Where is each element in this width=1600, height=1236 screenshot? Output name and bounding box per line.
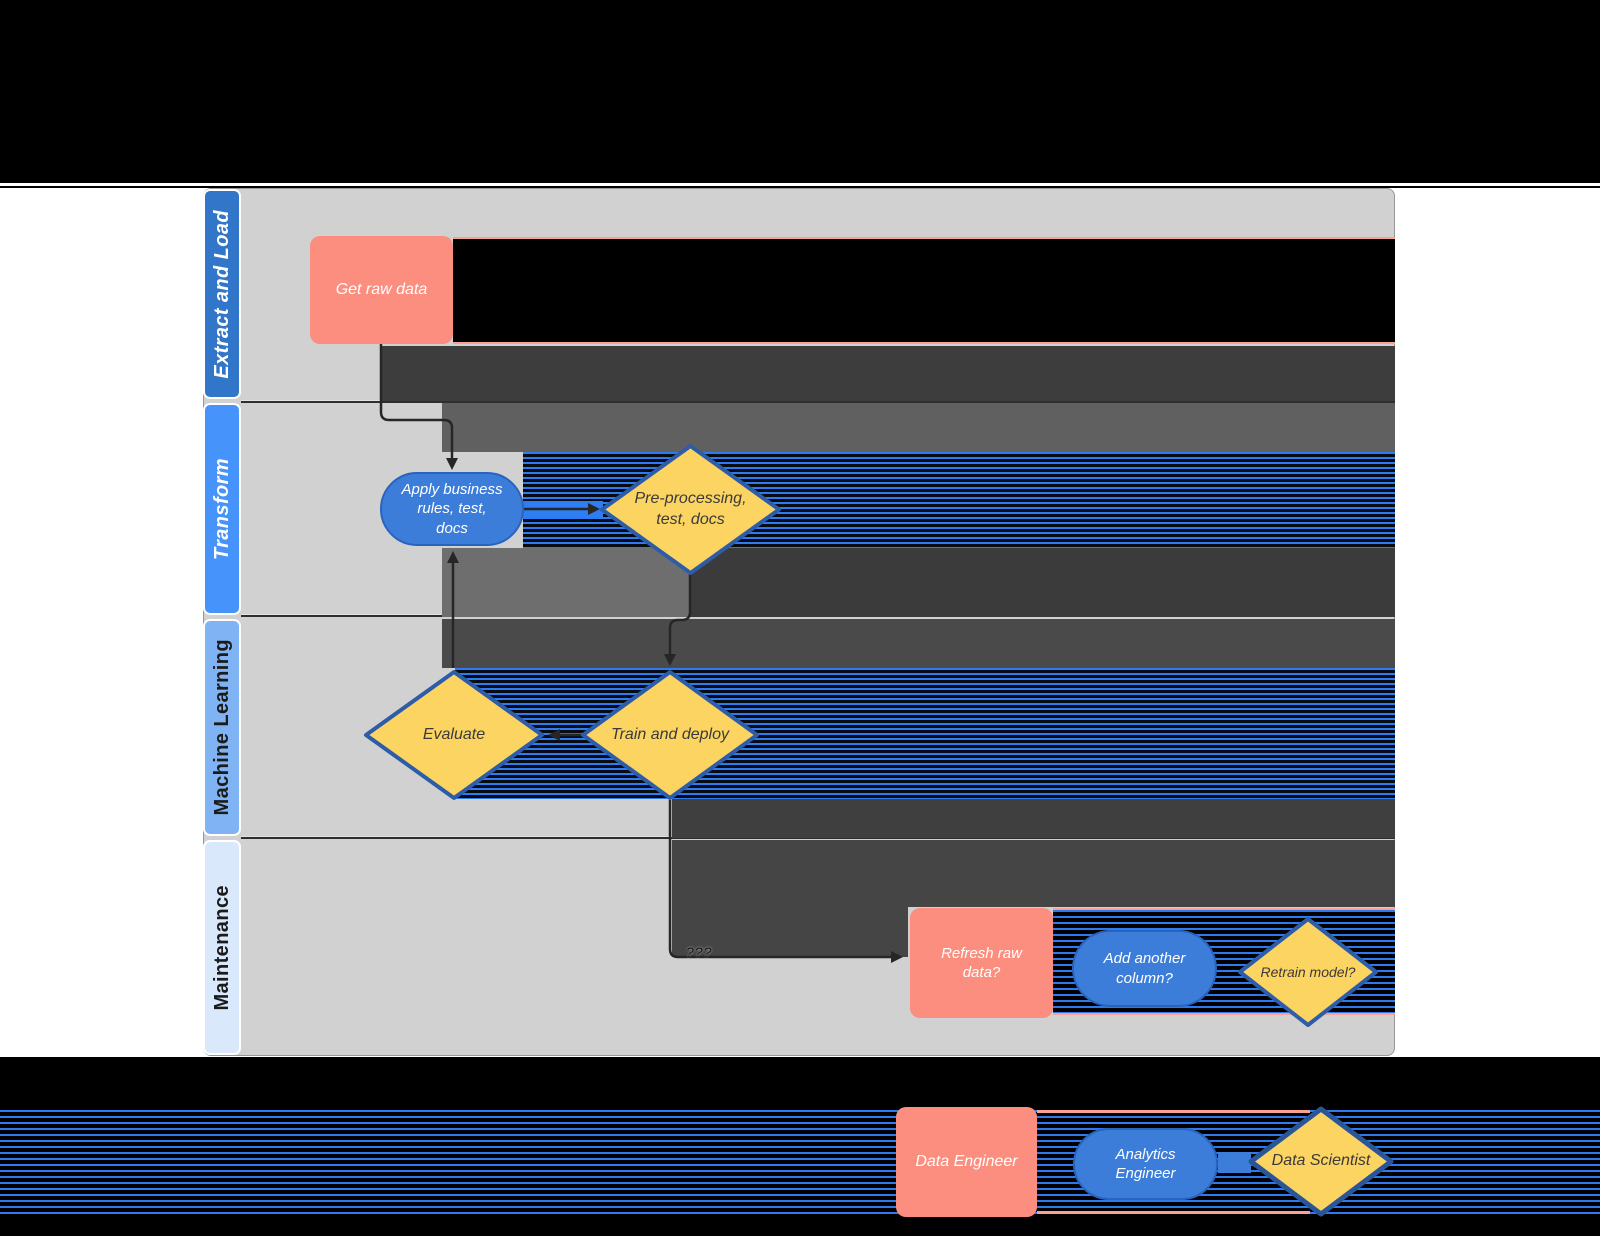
legend-label: Data Engineer (915, 1152, 1018, 1170)
artifact-band (380, 346, 1395, 401)
diamond-shape (364, 670, 544, 800)
apply-business-rules-node[interactable]: Apply business rules, test, docs (380, 472, 524, 546)
arrowhead-down (446, 458, 458, 470)
evaluate-node[interactable]: Evaluate (362, 668, 546, 802)
arrowhead-down (664, 654, 676, 666)
artifact-band (442, 548, 690, 617)
train-and-deploy-node[interactable]: Train and deploy (579, 668, 761, 802)
diamond-shape (1248, 1106, 1394, 1217)
legend-label: Data Scientist (1271, 1152, 1371, 1170)
artifact-band (442, 619, 1395, 668)
top-rule-line (0, 186, 1600, 188)
arrowhead-left (548, 729, 560, 741)
node-label: Add another column? (1103, 950, 1186, 987)
node-label: Evaluate (422, 725, 486, 743)
artifact-band (690, 548, 1395, 617)
arrowhead-right (588, 503, 600, 515)
pre-processing-node[interactable]: Pre-processing, test, docs (598, 442, 783, 577)
lane-header-extract-and-load[interactable]: Extract and Load (203, 189, 241, 399)
top-letterbox (0, 0, 1600, 183)
node-label: Get raw data (335, 280, 428, 298)
lane-header-maintenance[interactable]: Maintenance (203, 840, 241, 1055)
artifact-band (453, 237, 1395, 344)
node-label: Apply business rules, test, docs (401, 480, 503, 537)
diamond-shape (581, 670, 759, 800)
artifact-smear (1037, 1211, 1310, 1214)
node-label: Refresh raw data? (941, 944, 1022, 982)
connector-label: ??? (686, 944, 713, 960)
diamond-shape (600, 444, 781, 575)
add-another-column-node[interactable]: Add another column? (1072, 930, 1217, 1007)
node-label: Retrain model? (1260, 963, 1356, 980)
artifact-band (672, 907, 908, 957)
connector-get-raw-data-to-apply[interactable] (379, 344, 454, 461)
node-label: Pre-processing, test, docs (634, 489, 747, 528)
artifact-band (672, 799, 1395, 838)
legend-label: Analytics Engineer (1115, 1145, 1176, 1183)
diamond-shape (1238, 917, 1378, 1027)
arrowhead-right (891, 951, 903, 963)
legend-analytics-engineer[interactable]: Analytics Engineer (1073, 1128, 1218, 1200)
lane-header-transform[interactable]: Transform (203, 403, 241, 615)
get-raw-data-node[interactable]: Get raw data (310, 236, 453, 344)
retrain-model-node[interactable]: Retrain model? (1236, 915, 1380, 1029)
legend-data-engineer[interactable]: Data Engineer (896, 1107, 1037, 1217)
artifact-smear (1037, 1110, 1310, 1113)
artifact-band (442, 403, 1395, 452)
legend-data-scientist[interactable]: Data Scientist (1247, 1105, 1395, 1218)
connector-train-to-refresh[interactable] (668, 800, 893, 959)
arrowhead-up (447, 551, 459, 563)
refresh-raw-data-node[interactable]: Refresh raw data? (910, 908, 1053, 1018)
lane-header-machine-learning[interactable]: Machine Learning (203, 619, 241, 836)
node-label: Train and deploy (611, 725, 729, 743)
artifact-band (672, 840, 1395, 907)
artifact-smear (1218, 1152, 1251, 1173)
connector-pre-processing-to-train[interactable] (668, 574, 692, 654)
